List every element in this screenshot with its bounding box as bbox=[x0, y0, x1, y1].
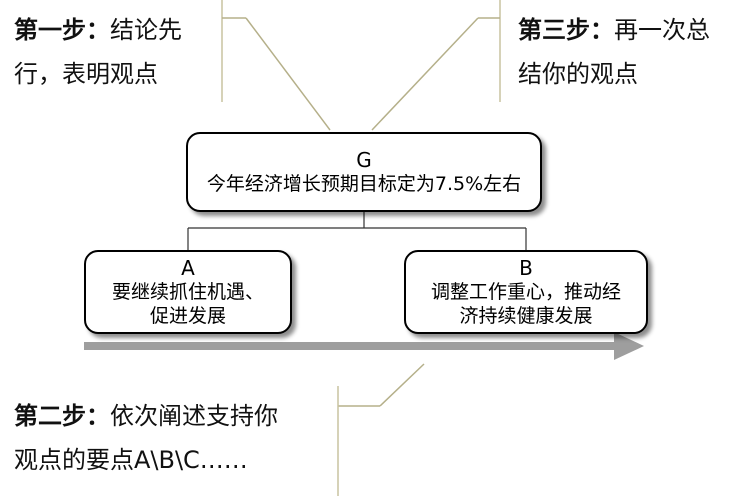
step-three-title: 第三步： bbox=[518, 16, 614, 44]
progress-arrow-shaft bbox=[84, 342, 624, 350]
node-g-id: G bbox=[356, 148, 372, 172]
node-b: B 调整工作重心，推动经 济持续健康发展 bbox=[404, 250, 648, 334]
node-a-line1: 要继续抓住机遇、 bbox=[111, 281, 264, 303]
node-b-line2: 济持续健康发展 bbox=[459, 305, 593, 327]
step-two-line2: 观点的要点A\B\C…… bbox=[14, 446, 248, 474]
step-one-text: 第一步：结论先 行，表明观点 bbox=[14, 8, 182, 96]
node-g-text: 今年经济增长预期目标定为7.5%左右 bbox=[206, 173, 522, 195]
callout-line-bottom-diag bbox=[379, 363, 425, 407]
node-a-id: A bbox=[181, 256, 195, 280]
step-two-title: 第二步： bbox=[14, 402, 110, 430]
callout-line-top-left-diag bbox=[245, 17, 331, 131]
step-one-line1: 结论先 bbox=[110, 16, 182, 44]
node-a-line2: 促进发展 bbox=[149, 305, 226, 327]
step-three-line1: 再一次总 bbox=[614, 16, 710, 44]
step-three-text: 第三步：再一次总 结你的观点 bbox=[518, 8, 710, 96]
step-one-title: 第一步： bbox=[14, 16, 110, 44]
progress-arrow-head bbox=[614, 332, 644, 360]
node-g: G 今年经济增长预期目标定为7.5%左右 bbox=[186, 132, 542, 212]
node-b-line1: 调整工作重心，推动经 bbox=[430, 281, 621, 303]
step-two-line1: 依次阐述支持你 bbox=[110, 402, 278, 430]
step-one-line2: 行，表明观点 bbox=[14, 60, 158, 88]
node-b-id: B bbox=[519, 256, 533, 280]
node-a: A 要继续抓住机遇、 促进发展 bbox=[84, 250, 292, 334]
callout-line-top-right-diag bbox=[371, 17, 479, 131]
step-three-line2: 结你的观点 bbox=[518, 60, 638, 88]
step-two-text: 第二步：依次阐述支持你 观点的要点A\B\C…… bbox=[14, 394, 278, 482]
